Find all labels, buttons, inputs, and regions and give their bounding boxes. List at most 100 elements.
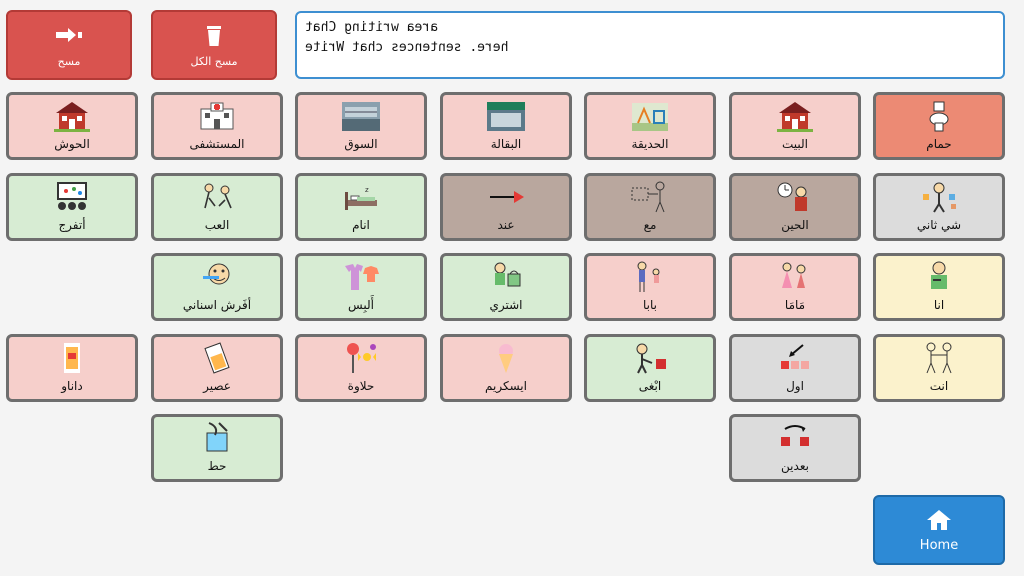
cell-with[interactable]: مع [584,173,716,241]
play-icon [197,180,237,214]
house-icon [775,99,815,133]
cell-at[interactable]: عند [440,173,572,241]
person-options-icon [919,180,959,214]
cell-play[interactable]: العب [151,173,283,241]
cell-label: انا [933,298,945,312]
cell-first[interactable]: اول [729,334,861,402]
cell-label: الحين [781,218,809,232]
later-icon [775,421,815,455]
cell-label: انت [929,379,949,393]
cell-label: شي ثاني [916,218,962,232]
cell-label: أَلبِس [348,298,374,312]
clear-arrow-icon [56,27,82,42]
toilet-icon [919,99,959,133]
park-icon [630,99,670,133]
clear-all-label: مسح الكل [190,54,238,68]
cell-label: ايسكريم [485,379,527,393]
cell-label: اشتري [489,298,523,312]
cell-label: البيت [781,137,808,151]
cell-label: حمام [926,137,952,151]
cell-wear[interactable]: أَلبِس [295,253,427,321]
cell-put[interactable]: حط [151,414,283,482]
cell-label: ابْغى [638,379,662,393]
cell-time[interactable]: الحين [729,173,861,241]
cell-label: بابا [643,298,657,312]
home-label: Home [919,537,959,553]
cell-house[interactable]: البيت [729,92,861,160]
cell-label: المستشفى [189,137,245,151]
with-icon [630,180,670,214]
clear-button[interactable]: مسح [6,10,132,80]
clothes-icon [341,260,381,294]
cell-label: عصير [203,379,231,393]
clear-all-button[interactable]: مسح الكل [151,10,277,80]
cell-sleep[interactable]: z انام [295,173,427,241]
house-icon [52,99,92,133]
ice-cream-icon [486,341,526,375]
first-icon [775,341,815,375]
cell-label: انام [352,218,370,232]
put-icon [197,421,237,455]
cell-label: الحديقة [631,137,669,151]
bed-icon: z [341,180,381,214]
cell-later[interactable]: بعدين [729,414,861,482]
cell-label: حلاوة [347,379,375,393]
cell-garden[interactable]: الحديقة [584,92,716,160]
cell-label: حط [207,459,227,473]
cell-buy[interactable]: اشتري [440,253,572,321]
cell-yard[interactable]: الحوش [6,92,138,160]
cell-label: العب [204,218,230,232]
two-people-icon [919,341,959,375]
cell-label: اول [786,379,804,393]
mother-icon [775,260,815,294]
candy-icon [341,341,381,375]
cell-brush-teeth[interactable]: أفَرش اسناني [151,253,283,321]
screen-audience-icon [52,180,92,214]
cell-label: عند [497,218,515,232]
cell-grocery[interactable]: البقالة [440,92,572,160]
cell-something-else[interactable]: شي ثاني [873,173,1005,241]
home-button[interactable]: Home [873,495,1005,565]
cell-label: البقالة [490,137,522,151]
cell-label: أتفرج [58,218,86,232]
shopping-icon [486,260,526,294]
want-icon [630,341,670,375]
cell-me[interactable]: انا [873,253,1005,321]
cell-market[interactable]: السوق [295,92,427,160]
chat-text-area[interactable]: area writing Chat here. sentences chat W… [295,11,1005,79]
cell-label: بعدين [781,459,809,473]
clear-label: مسح [57,54,81,68]
cell-you[interactable]: انت [873,334,1005,402]
cell-dad[interactable]: بابا [584,253,716,321]
juice-icon [197,341,237,375]
cell-ice-cream[interactable]: ايسكريم [440,334,572,402]
cell-label: السوق [344,137,378,151]
hospital-icon [197,99,237,133]
cell-watch[interactable]: أتفرج [6,173,138,241]
cell-label: أفَرش اسناني [182,298,252,312]
shop-photo-icon [486,99,526,133]
person-self-icon [919,260,959,294]
clock-person-icon [775,180,815,214]
cell-mom[interactable]: مَامَا [729,253,861,321]
svg-text:z: z [365,186,369,194]
cell-label: الحوش [54,137,90,151]
cell-danao[interactable]: داناو [6,334,138,402]
chat-text-line: area writing Chat [305,20,439,35]
cell-juice[interactable]: عصير [151,334,283,402]
cell-hospital[interactable]: المستشفى [151,92,283,160]
cell-candy[interactable]: حلاوة [295,334,427,402]
cell-bathroom[interactable]: حمام [873,92,1005,160]
cell-want[interactable]: ابْغى [584,334,716,402]
trash-icon [207,25,221,46]
cell-label: مع [643,218,657,232]
mall-photo-icon [341,99,381,133]
toothbrush-icon [197,260,237,294]
cell-label: داناو [61,379,83,393]
cell-label: مَامَا [784,298,806,312]
danao-drink-icon [52,341,92,375]
father-icon [630,260,670,294]
arrow-right-icon [486,180,526,214]
home-icon [927,509,951,530]
chat-text-line: here. sentences chat Write [305,40,509,55]
